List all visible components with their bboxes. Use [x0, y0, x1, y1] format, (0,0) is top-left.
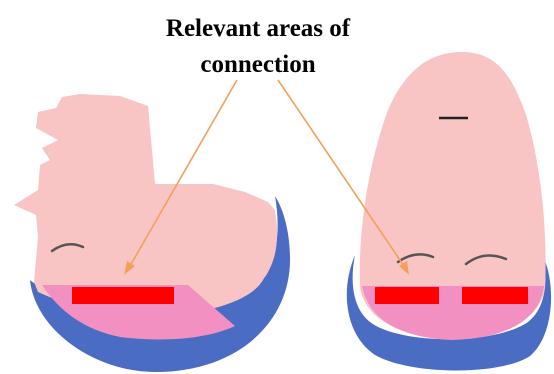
left-figure: [14, 94, 290, 372]
annotation-label: Relevant areas of connection: [166, 15, 351, 78]
right-figure: [347, 52, 551, 371]
annotation-line-1: Relevant areas of: [166, 15, 351, 42]
right-connection-bar-1: [375, 287, 439, 304]
left-connection-bar: [72, 287, 174, 304]
annotation-line-2: connection: [200, 51, 315, 78]
right-connection-bar-2: [462, 287, 528, 304]
left-head-shape: [14, 94, 277, 315]
